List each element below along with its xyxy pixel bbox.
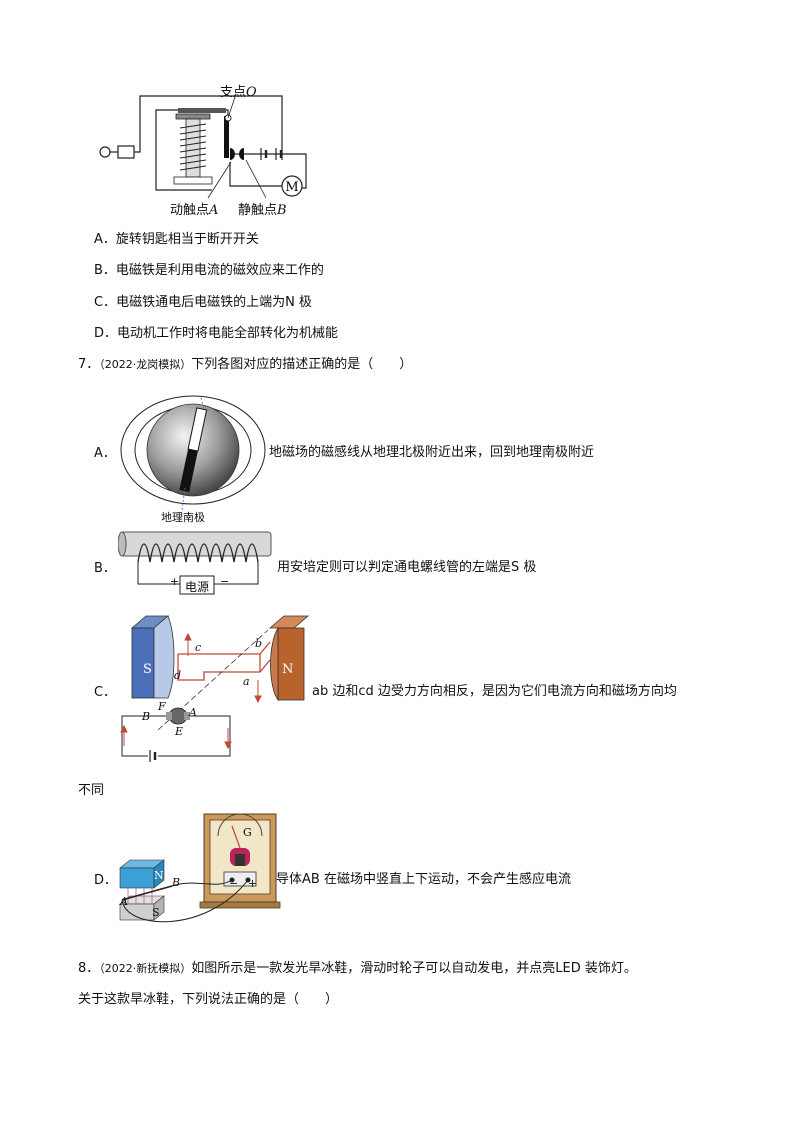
moving-contact-label-text: 动触点: [170, 203, 210, 218]
q7-option-a-letter: A．: [94, 446, 116, 461]
q7-option-c-letter: C．: [94, 685, 117, 700]
battery-icon: [260, 148, 283, 160]
commutator-letter-e: E: [175, 725, 184, 738]
galvanometer-letter-g: G: [243, 826, 252, 839]
dc-motor-figure: [120, 615, 310, 762]
static-contact-icon: [239, 148, 244, 160]
static-contact-label: 静触点B: [238, 199, 287, 218]
q8-stem: 如图所示是一款发光旱冰鞋，滑动时轮子可以自动发电，并点亮LED 装饰灯。: [191, 961, 637, 976]
power-supply-box: [179, 575, 215, 595]
coil-letter-b: b: [255, 637, 263, 650]
power-minus: −: [220, 575, 230, 588]
q6-option-d: D．电动机工作时将电能全部转化为机械能: [94, 326, 339, 341]
galvanometer-icon: [199, 813, 281, 909]
brush-letter-a: A: [189, 706, 197, 719]
q6-option-b: B．电磁铁是利用电流的磁效应来工作的: [94, 263, 324, 278]
q8-stem-line2: 关于这款旱冰鞋，下列说法正确的是（ ）: [78, 992, 339, 1007]
south-magnet-icon: [130, 615, 175, 699]
commutator-letter-f: F: [158, 700, 166, 713]
magnet-south-letter: S: [152, 906, 160, 919]
q6-option-c: C．电磁铁通电后电磁铁的上端为N 极: [94, 295, 312, 310]
coil-loop-icon: [177, 641, 271, 681]
conductor-ab-icon: [121, 885, 173, 901]
q6-option-a: A．旋转钥匙相当于断开开关: [94, 232, 259, 247]
battery-icon: [149, 750, 157, 762]
conductor-letter-b: B: [172, 876, 181, 889]
induction-galvanometer-figure: [119, 813, 281, 923]
q8-number: 8．: [78, 961, 100, 976]
galvanometer-minus: −: [229, 877, 239, 890]
coil-windings-icon: [137, 543, 259, 563]
q7-option-b-letter: B．: [94, 561, 116, 576]
bar-magnet-icon: [179, 407, 208, 493]
earth-magnetic-field-figure: [120, 395, 266, 511]
coil-letter-a: a: [243, 675, 250, 688]
conductor-letter-a: A: [120, 895, 128, 908]
north-magnet-icon: [268, 615, 310, 702]
power-supply-label: 电源: [185, 580, 210, 594]
moving-contact-label: 动触点A: [170, 199, 218, 218]
static-contact-label-text: 静触点: [238, 203, 278, 218]
q8-source: （2022·新抚模拟）: [99, 962, 192, 975]
brush-letter-b: B: [142, 710, 151, 723]
galvanometer-plus: +: [248, 877, 258, 890]
earth-south-pole-caption: 地理南极: [161, 511, 205, 524]
q7-question: 7．（2022·龙岗模拟）下列各图对应的描述正确的是（ ）: [78, 353, 412, 372]
q7-option-a-text: 地磁场的磁感线从地理北极附近出来，回到地理南极附近: [269, 445, 595, 460]
north-pole-letter: N: [282, 662, 294, 677]
motor-icon: [281, 175, 303, 197]
q7-number: 7．: [78, 357, 100, 372]
pivot-label: 支点O: [220, 81, 257, 100]
q7-option-d-text: 导体AB 在磁场中竖直上下运动，不会产生感应电流: [276, 872, 571, 887]
solenoid-figure: [118, 531, 272, 595]
q7-option-b-text: 用安培定则可以判定通电螺线管的左端是S 极: [277, 560, 537, 575]
power-plus: +: [170, 575, 180, 588]
q7-stem: 下列各图对应的描述正确的是（ ）: [191, 357, 413, 372]
coil-letter-d: d: [174, 669, 182, 682]
pivot-label-text: 支点: [220, 85, 247, 100]
motor-letter: M: [285, 180, 298, 195]
armature-lever-icon: [178, 108, 232, 158]
magnet-north-letter: N: [154, 869, 164, 882]
moving-contact-letter: A: [209, 203, 219, 218]
static-contact-letter: B: [277, 203, 287, 218]
q7-option-c-text: ab 边和cd 边受力方向相反，是因为它们电流方向和磁场方向均: [312, 684, 677, 699]
electromagnet-icon: [173, 113, 213, 185]
coil-letter-c: c: [195, 641, 202, 654]
moving-contact-icon: [230, 148, 235, 160]
q8-question: 8．（2022·新抚模拟）如图所示是一款发光旱冰鞋，滑动时轮子可以自动发电，并点…: [78, 957, 637, 976]
q7-option-c-continuation: 不同: [78, 783, 105, 798]
south-pole-letter: S: [143, 662, 152, 677]
pivot-letter: O: [246, 85, 257, 100]
relay-circuit-figure: M: [99, 93, 307, 199]
horseshoe-magnet-icon: [119, 859, 165, 921]
key-icon: [99, 145, 135, 159]
q7-option-d-letter: D．: [94, 873, 118, 888]
q7-source: （2022·龙岗模拟）: [99, 358, 192, 371]
